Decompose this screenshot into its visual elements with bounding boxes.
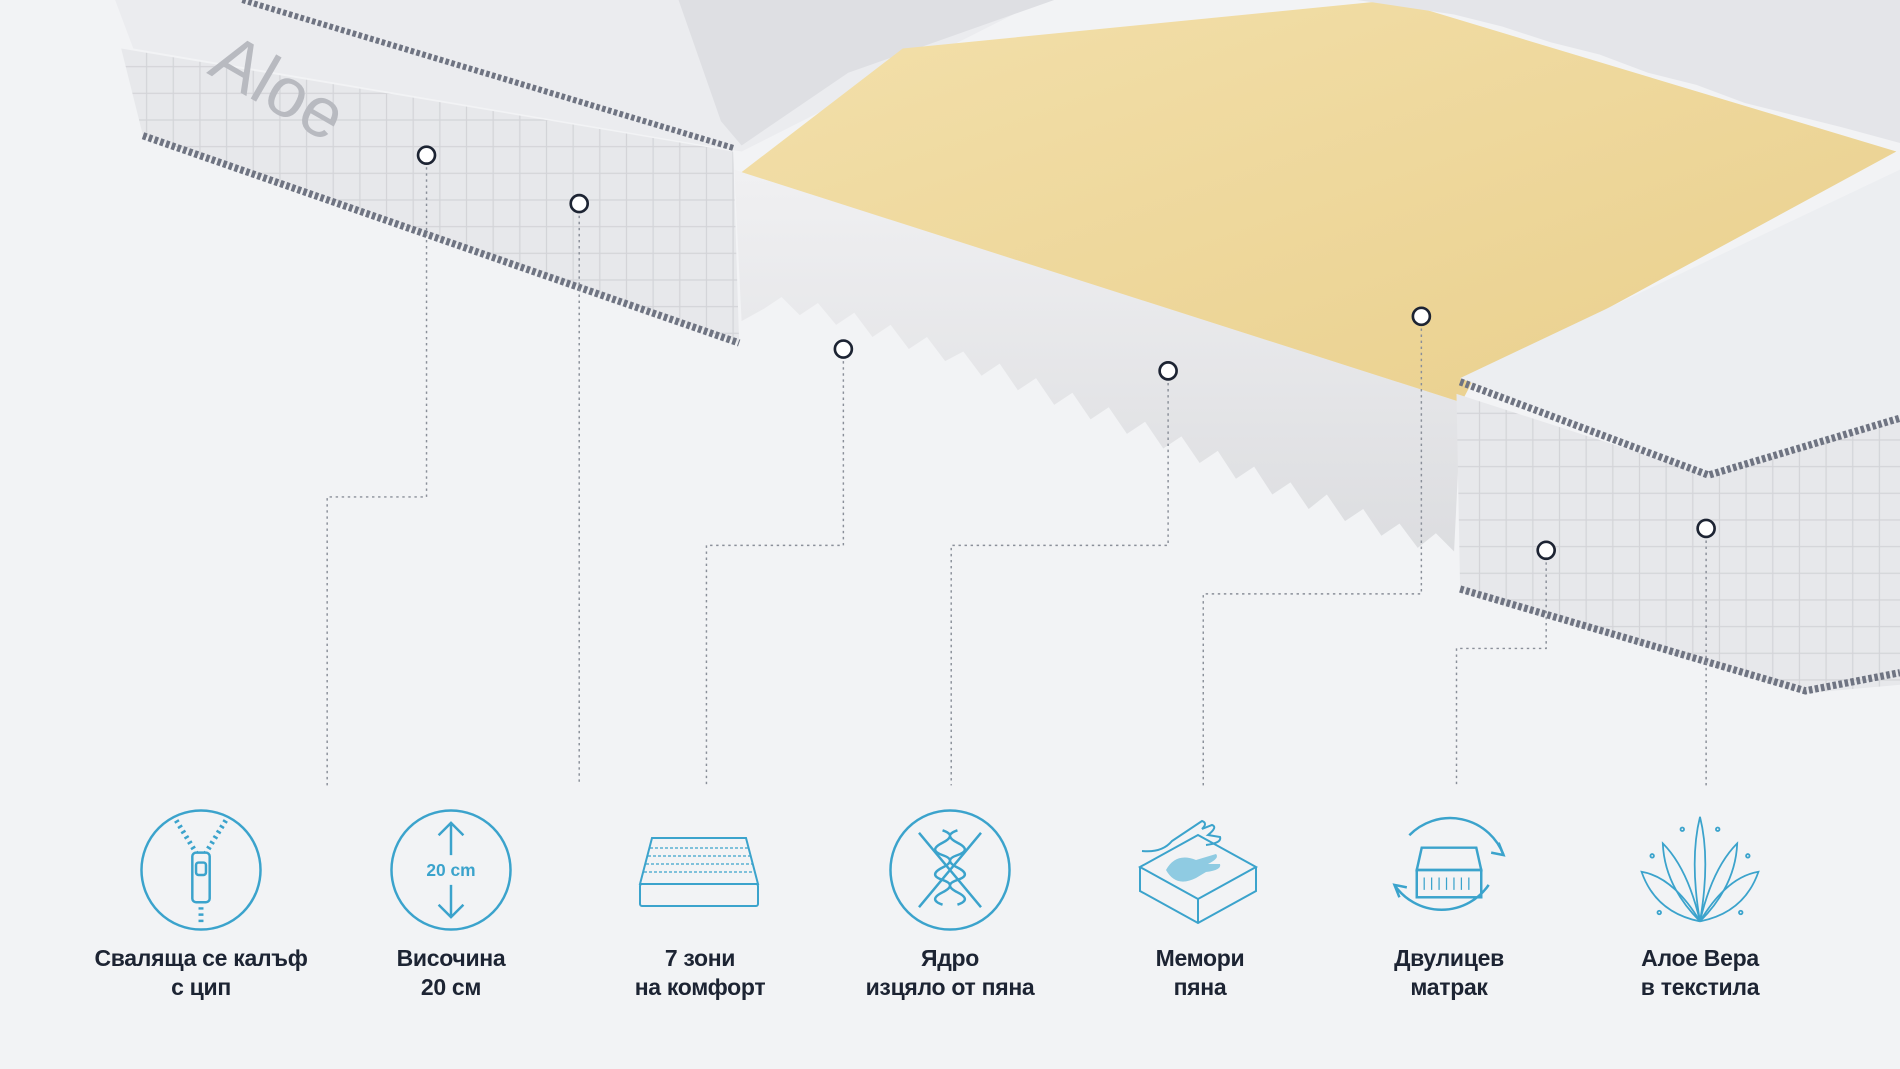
- feature-memory-foam: Мемори пяна: [1080, 808, 1320, 1002]
- feature-two-sided: Двулицев матрак: [1329, 808, 1569, 1002]
- mattress-zones-icon: [638, 837, 760, 907]
- feature-title: Сваляща се калъф: [94, 945, 308, 971]
- zipper-icon: [140, 809, 262, 931]
- left-mattress-block: Aloe: [115, 0, 1055, 347]
- flip-mattress-icon: [1392, 816, 1506, 912]
- hand-imprint-icon: [1138, 819, 1259, 925]
- hotspot-two-sided[interactable]: [1536, 540, 1556, 561]
- memory-foam-layer: [741, 0, 1897, 403]
- feature-foam-core: Ядро изцяло от пяна: [830, 808, 1070, 1002]
- right-mattress-block: [1357, 0, 1900, 695]
- hotspot-cover[interactable]: [416, 145, 437, 165]
- feature-subtitle: пяна: [1173, 974, 1227, 1000]
- aloe-plant-icon: [1640, 816, 1760, 923]
- no-springs-icon: [889, 809, 1011, 931]
- hotspot-zones[interactable]: [833, 339, 854, 359]
- feature-height: 20 cm Височина 20 см: [331, 808, 571, 1002]
- feature-title: Ядро: [920, 945, 980, 971]
- height-arrows-icon: 20 cm: [390, 809, 512, 931]
- feature-aloe-vera: Алое Вера в текстила: [1580, 808, 1820, 1002]
- hotspot-foam-core[interactable]: [1158, 361, 1178, 381]
- feature-subtitle: с цип: [171, 974, 231, 1000]
- leader-lines: [326, 155, 1707, 786]
- feature-title: Мемори: [1155, 945, 1245, 971]
- hotspot-dots[interactable]: [416, 145, 1716, 561]
- feature-subtitle: матрак: [1410, 974, 1488, 1000]
- feature-subtitle: изцяло от пяна: [865, 974, 1035, 1000]
- feature-subtitle: на комфорт: [634, 974, 766, 1000]
- hotspot-height[interactable]: [569, 193, 590, 214]
- feature-subtitle: 20 см: [420, 974, 482, 1000]
- hotspot-memory-foam[interactable]: [1411, 306, 1432, 327]
- feature-subtitle: в текстила: [1640, 974, 1760, 1000]
- feature-title: 7 зони: [664, 945, 736, 971]
- feature-removable-cover: Сваляща се калъф с цип: [81, 808, 321, 1002]
- feature-title: Височина: [396, 945, 506, 971]
- feature-zones: 7 зони на комфорт: [580, 808, 820, 1002]
- feature-title: Двулицев: [1394, 945, 1504, 971]
- hotspot-aloe[interactable]: [1696, 518, 1716, 539]
- foam-core-section: [734, 0, 1897, 552]
- height-icon-text: 20 cm: [426, 860, 475, 880]
- feature-title: Алое Вера: [1641, 945, 1759, 971]
